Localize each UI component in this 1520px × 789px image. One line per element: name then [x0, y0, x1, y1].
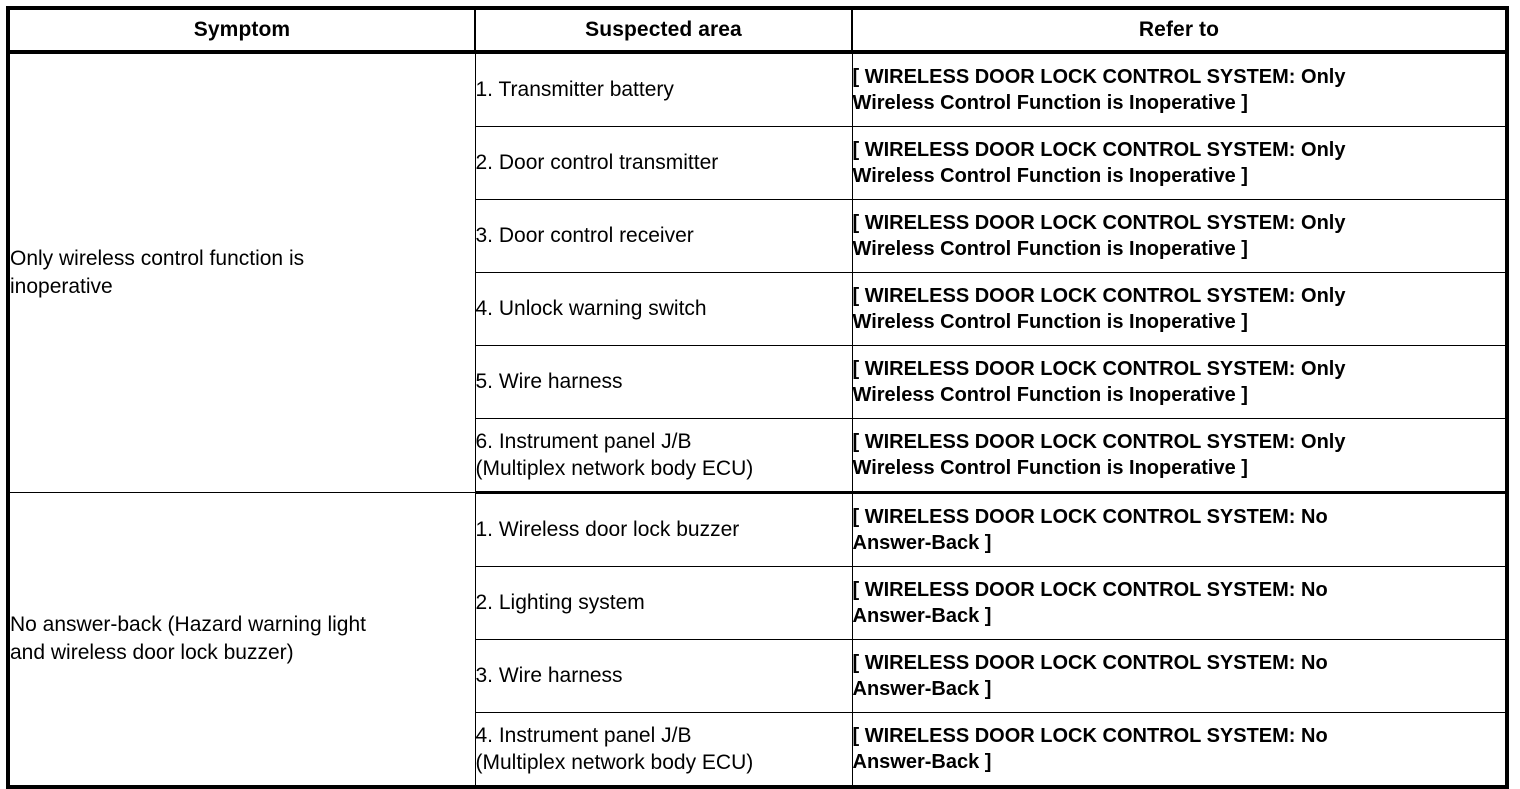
refer-to-line: Wireless Control Function is Inoperative…	[852, 238, 1248, 260]
suspected-area-cell: 4. Instrument panel J/B (Multiplex netwo…	[474, 712, 853, 789]
suspected-area-cell: 2. Lighting system	[474, 566, 853, 640]
symptom-line: Only wireless control function is	[10, 247, 305, 271]
symptom-diagnosis-table: Symptom Suspected area Refer to Only wir…	[6, 6, 1509, 789]
suspected-area-line: (Multiplex network body ECU)	[475, 457, 754, 480]
suspected-area-line: 5. Wire harness	[475, 370, 623, 394]
refer-to-line: [ WIRELESS DOOR LOCK CONTROL SYSTEM: Onl…	[852, 358, 1346, 380]
refer-to-cell: [ WIRELESS DOOR LOCK CONTROL SYSTEM: Onl…	[851, 345, 1508, 419]
symptom-line: and wireless door lock buzzer)	[10, 641, 294, 664]
suspected-area-cell: 5. Wire harness	[474, 345, 853, 419]
symptom-line: No answer-back (Hazard warning light	[10, 613, 366, 637]
refer-to-line: Wireless Control Function is Inoperative…	[852, 92, 1248, 114]
refer-to-line: Answer-Back ]	[852, 751, 992, 773]
symptom-cell-block-0: Only wireless control function is inoper…	[7, 51, 476, 493]
refer-to-line: Wireless Control Function is Inoperative…	[852, 384, 1248, 406]
refer-to-cell: [ WIRELESS DOOR LOCK CONTROL SYSTEM: Onl…	[851, 51, 1508, 127]
refer-to-cell: [ WIRELESS DOOR LOCK CONTROL SYSTEM: No …	[851, 712, 1508, 789]
refer-to-line: [ WIRELESS DOOR LOCK CONTROL SYSTEM: Onl…	[852, 66, 1346, 88]
table-row: 4. Unlock warning switch [ WIRELESS DOOR…	[8, 272, 1508, 346]
table-body: Only wireless control function is inoper…	[7, 51, 1508, 789]
table-row: 3. Wire harness [ WIRELESS DOOR LOCK CON…	[8, 639, 1508, 713]
refer-to-line: Wireless Control Function is Inoperative…	[852, 457, 1248, 479]
suspected-area-cell: 4. Unlock warning switch	[474, 272, 853, 346]
suspected-area-cell: 1. Transmitter battery	[474, 51, 853, 127]
symptom-cell-block-1: No answer-back (Hazard warning light and…	[7, 492, 476, 789]
table-row: 4. Instrument panel J/B (Multiplex netwo…	[8, 712, 1508, 789]
table-header: Symptom Suspected area Refer to	[7, 7, 1508, 54]
suspected-area-cell: 3. Door control receiver	[474, 199, 853, 273]
refer-to-line: [ WIRELESS DOOR LOCK CONTROL SYSTEM: No	[852, 579, 1328, 601]
column-header-symptom: Symptom	[7, 7, 476, 54]
suspected-area-line: (Multiplex network body ECU)	[475, 751, 754, 774]
suspected-area-line: 4. Unlock warning switch	[475, 297, 707, 321]
refer-to-line: [ WIRELESS DOOR LOCK CONTROL SYSTEM: No	[852, 652, 1328, 674]
column-header-refer-to: Refer to	[851, 7, 1508, 54]
refer-to-cell: [ WIRELESS DOOR LOCK CONTROL SYSTEM: Onl…	[851, 199, 1508, 273]
table-row: Only wireless control function is inoper…	[7, 51, 1508, 493]
refer-to-line: Wireless Control Function is Inoperative…	[852, 165, 1248, 187]
table-row: 5. Wire harness [ WIRELESS DOOR LOCK CON…	[8, 345, 1508, 419]
refer-to-line: Answer-Back ]	[852, 678, 992, 700]
suspected-area-line: 1. Wireless door lock buzzer	[475, 518, 740, 542]
suspected-area-line: 3. Wire harness	[475, 664, 623, 688]
suspected-area-line: 2. Door control transmitter	[475, 151, 719, 175]
table-row: 2. Lighting system [ WIRELESS DOOR LOCK …	[8, 566, 1508, 640]
refer-to-line: Wireless Control Function is Inoperative…	[852, 311, 1248, 333]
suspected-area-line: 3. Door control receiver	[475, 224, 694, 248]
suspected-area-line: 4. Instrument panel J/B	[475, 723, 692, 747]
refer-to-cell: [ WIRELESS DOOR LOCK CONTROL SYSTEM: Onl…	[851, 272, 1508, 346]
refer-to-cell: [ WIRELESS DOOR LOCK CONTROL SYSTEM: No …	[851, 639, 1508, 713]
refer-to-line: Answer-Back ]	[852, 532, 992, 554]
suspected-area-line: 1. Transmitter battery	[475, 78, 674, 102]
suspected-area-line: 2. Lighting system	[475, 591, 645, 615]
refer-to-line: [ WIRELESS DOOR LOCK CONTROL SYSTEM: Onl…	[852, 139, 1346, 161]
refer-to-cell: [ WIRELESS DOOR LOCK CONTROL SYSTEM: Onl…	[851, 418, 1508, 494]
suspected-area-cell: 1. Wireless door lock buzzer	[474, 492, 853, 567]
table-row: 3. Door control receiver [ WIRELESS DOOR…	[8, 199, 1508, 273]
refer-to-cell: [ WIRELESS DOOR LOCK CONTROL SYSTEM: No …	[851, 566, 1508, 640]
suspected-area-cell: 6. Instrument panel J/B (Multiplex netwo…	[474, 418, 853, 494]
table-row: 2. Door control transmitter [ WIRELESS D…	[8, 126, 1508, 200]
refer-to-line: Answer-Back ]	[852, 605, 992, 627]
refer-to-line: [ WIRELESS DOOR LOCK CONTROL SYSTEM: No	[852, 725, 1328, 747]
refer-to-line: [ WIRELESS DOOR LOCK CONTROL SYSTEM: No	[852, 506, 1328, 528]
refer-to-line: [ WIRELESS DOOR LOCK CONTROL SYSTEM: Onl…	[852, 431, 1346, 453]
table-row: 6. Instrument panel J/B (Multiplex netwo…	[8, 418, 1508, 494]
refer-to-line: [ WIRELESS DOOR LOCK CONTROL SYSTEM: Onl…	[852, 285, 1346, 307]
refer-to-cell: [ WIRELESS DOOR LOCK CONTROL SYSTEM: Onl…	[851, 126, 1508, 200]
refer-to-line: [ WIRELESS DOOR LOCK CONTROL SYSTEM: Onl…	[852, 212, 1346, 234]
suspected-area-cell: 2. Door control transmitter	[474, 126, 853, 200]
symptom-line: inoperative	[10, 275, 113, 298]
refer-to-cell: [ WIRELESS DOOR LOCK CONTROL SYSTEM: No …	[851, 492, 1508, 567]
column-header-suspected-area: Suspected area	[474, 7, 853, 54]
table-row: No answer-back (Hazard warning light and…	[7, 492, 1508, 789]
header-row: Symptom Suspected area Refer to	[7, 7, 1508, 54]
suspected-area-cell: 3. Wire harness	[474, 639, 853, 713]
suspected-area-line: 6. Instrument panel J/B	[475, 429, 692, 453]
